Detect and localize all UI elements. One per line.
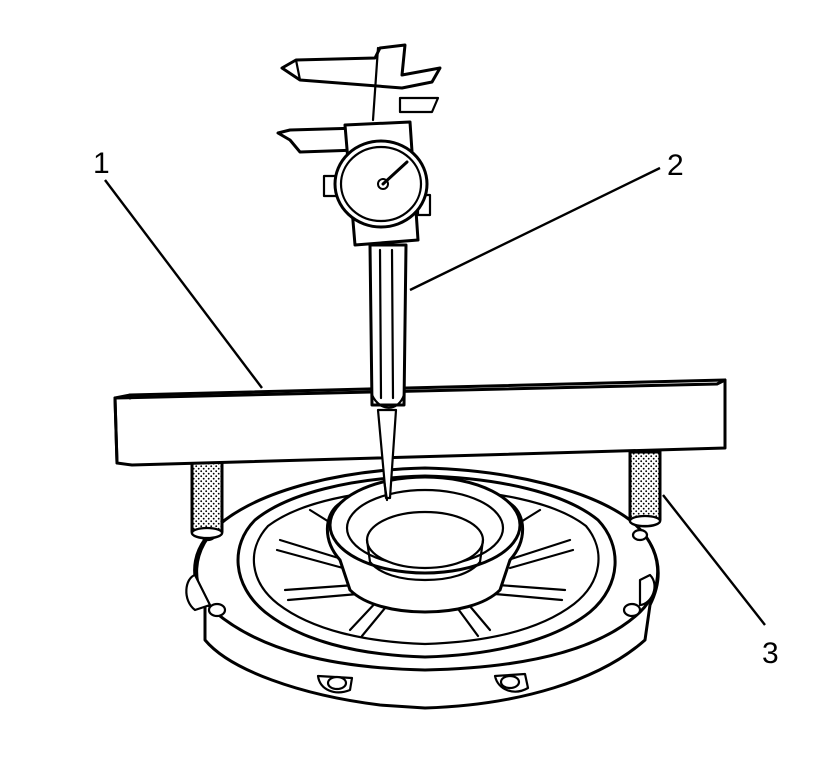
callout-1: 1 <box>93 147 110 180</box>
leader-3 <box>662 494 766 626</box>
callout-3: 3 <box>762 637 779 670</box>
leader-2 <box>409 166 661 292</box>
transmission-housing-icon <box>185 466 660 710</box>
callout-2: 2 <box>667 149 684 182</box>
leader-lines <box>104 166 766 626</box>
gauge-block-icon-right <box>628 450 662 528</box>
dial-caliper-icon <box>276 43 442 502</box>
leader-1 <box>104 179 263 389</box>
gauge-block-icon <box>190 460 224 540</box>
straight-edge-icon <box>113 378 727 467</box>
